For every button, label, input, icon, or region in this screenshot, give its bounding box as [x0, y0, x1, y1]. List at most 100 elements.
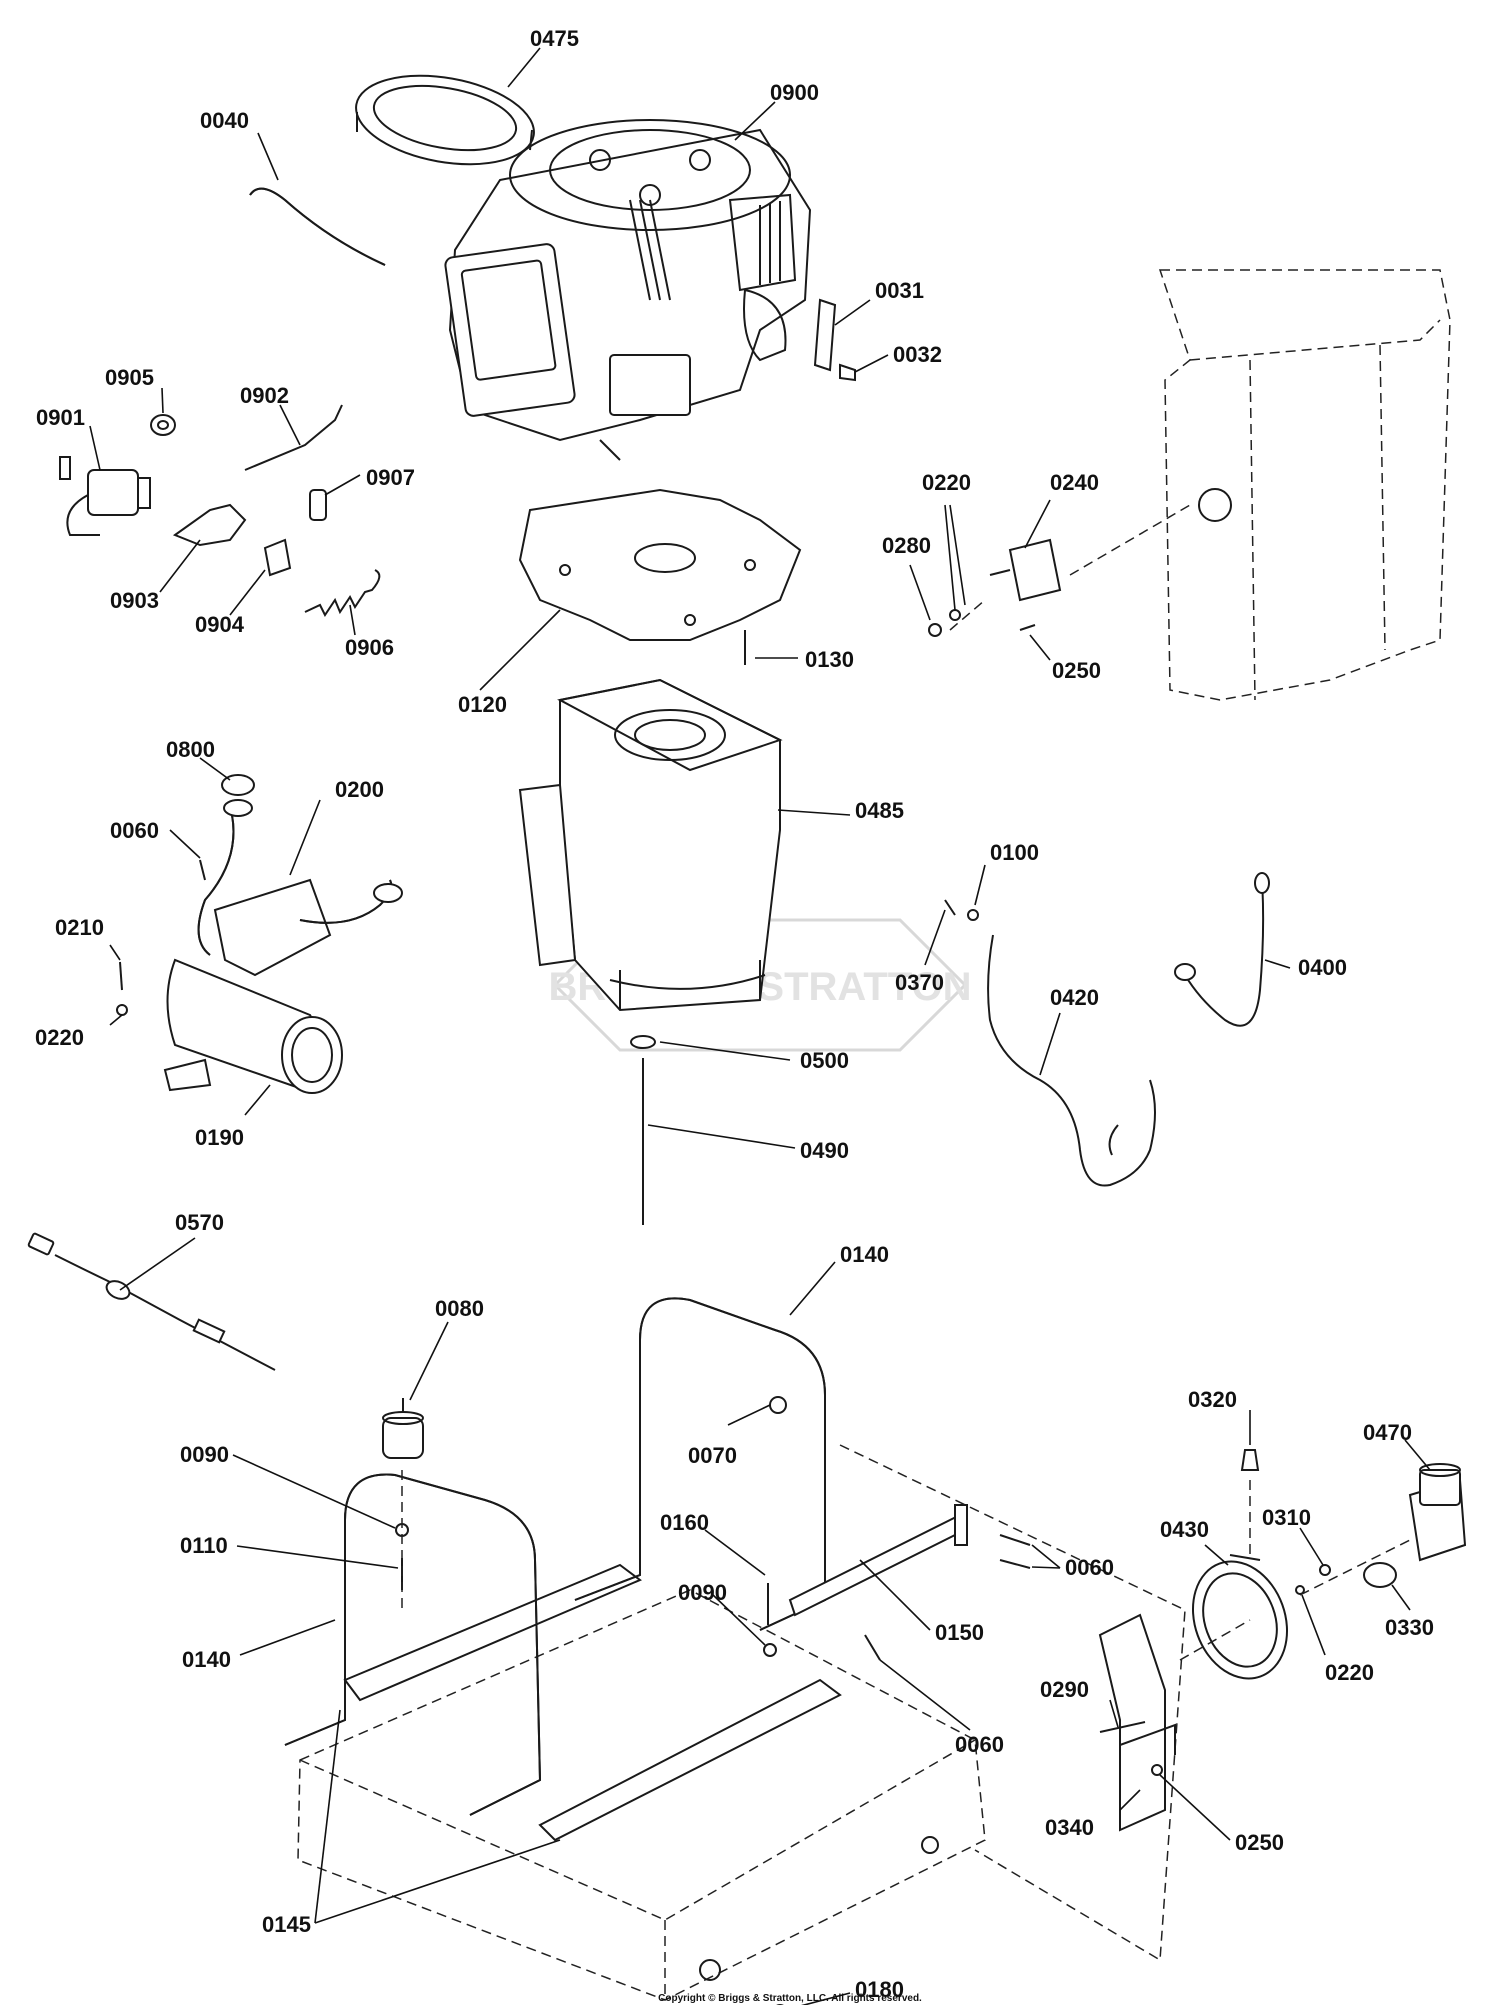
part-0140-handle-left	[284, 1473, 542, 1816]
label-0320: 0320	[1188, 1387, 1237, 1412]
label-0060-a: 0060	[110, 818, 159, 843]
label-0150: 0150	[935, 1620, 984, 1645]
part-enclosure-panel	[1158, 269, 1451, 701]
part-0090-washer-b	[763, 1643, 777, 1657]
part-0907-spacer	[309, 489, 327, 521]
part-0031-bracket	[813, 298, 837, 372]
label-0250-b: 0250	[1235, 1830, 1284, 1855]
part-0060-bolt-a	[199, 859, 206, 881]
part-0400-battery-cable	[1184, 879, 1265, 1027]
label-0200: 0200	[335, 777, 384, 802]
label-0180: 0180	[855, 1977, 904, 2002]
label-0090-b: 0090	[678, 1580, 727, 1605]
part-0903-bracket	[172, 503, 247, 547]
label-0485: 0485	[855, 798, 904, 823]
label-0420: 0420	[1050, 985, 1099, 1010]
part-0220-washer-a	[949, 609, 961, 621]
label-0901: 0901	[36, 405, 85, 430]
part-0032-fitting	[839, 363, 856, 382]
label-0080: 0080	[435, 1296, 484, 1321]
part-0070-nut	[769, 1396, 787, 1414]
label-0903: 0903	[110, 588, 159, 613]
part-0420-ground-wire	[987, 934, 1156, 1187]
label-0160: 0160	[660, 1510, 709, 1535]
part-0145-rail	[343, 1563, 842, 1842]
part-0340-bracket	[1098, 1613, 1176, 1832]
part-0800-gasket	[221, 774, 255, 817]
part-0210-bolt	[119, 961, 123, 991]
part-0901-motor	[59, 456, 151, 536]
label-0060-b: 0060	[1065, 1555, 1114, 1580]
label-0490: 0490	[800, 1138, 849, 1163]
part-0060-bolts-b	[999, 1534, 1031, 1569]
label-0240: 0240	[1050, 470, 1099, 495]
label-0140-b: 0140	[182, 1647, 231, 1672]
label-0330: 0330	[1385, 1615, 1434, 1640]
part-0250-screw-b	[1151, 1764, 1163, 1776]
part-0290-screw	[1099, 1721, 1146, 1733]
part-0906-spring	[304, 569, 381, 617]
label-0220-a: 0220	[922, 470, 971, 495]
label-0040: 0040	[200, 108, 249, 133]
label-0905: 0905	[105, 365, 154, 390]
part-0280-nut	[928, 623, 942, 637]
part-0100-nut	[967, 909, 979, 921]
label-0100: 0100	[990, 840, 1039, 865]
label-0031: 0031	[875, 278, 924, 303]
label-0370: 0370	[895, 970, 944, 995]
part-0485-alternator	[518, 678, 783, 1012]
label-0220-b: 0220	[35, 1025, 84, 1050]
label-0220-c: 0220	[1325, 1660, 1374, 1685]
part-0120-adapter-plate	[518, 488, 802, 641]
label-0475: 0475	[530, 26, 579, 51]
label-0032: 0032	[893, 342, 942, 367]
leader-lines	[89, 47, 1431, 2005]
part-0905-bushing	[150, 414, 176, 436]
part-0240-switch	[989, 538, 1062, 602]
label-0280: 0280	[882, 533, 931, 558]
label-0140-a: 0140	[840, 1242, 889, 1267]
part-0220-washer-c	[1295, 1585, 1305, 1595]
label-0470: 0470	[1363, 1420, 1412, 1445]
part-0470-solenoid-valve	[1408, 1463, 1467, 1562]
part-0500-washer	[630, 1035, 656, 1049]
part-0310-nut	[1319, 1564, 1331, 1576]
label-0130: 0130	[805, 647, 854, 672]
label-0310: 0310	[1262, 1505, 1311, 1530]
part-base-frame	[297, 1589, 986, 2001]
part-0200-exhaust-manifold	[197, 814, 403, 977]
label-0120: 0120	[458, 692, 507, 717]
part-0250-screw-a	[1019, 624, 1036, 631]
label-0060-c: 0060	[955, 1732, 1004, 1757]
label-0340: 0340	[1045, 1815, 1094, 1840]
label-0904: 0904	[195, 612, 245, 637]
part-0370-screw	[944, 899, 956, 916]
label-0400: 0400	[1298, 955, 1347, 980]
label-0090-a: 0090	[180, 1442, 229, 1467]
part-0060-bolt-c	[864, 1634, 881, 1661]
part-0900-engine	[444, 119, 812, 461]
part-0080-mount	[382, 1398, 424, 1459]
label-0190: 0190	[195, 1125, 244, 1150]
label-0250-a: 0250	[1052, 658, 1101, 683]
part-0190-muffler	[163, 958, 343, 1094]
label-0145: 0145	[262, 1912, 311, 1937]
label-0800: 0800	[166, 737, 215, 762]
part-0904-clip	[263, 538, 292, 577]
part-0330-fitting	[1363, 1562, 1397, 1588]
copyright-text: Copyright © Briggs & Stratton, LLC. All …	[658, 1993, 922, 2004]
label-0900: 0900	[770, 80, 819, 105]
callout-labels: 0475 0040 0900 0031 0032 0905 0902 0901 …	[35, 26, 1434, 2002]
label-0906: 0906	[345, 635, 394, 660]
part-0140-handle-right	[574, 1297, 826, 1631]
label-0430: 0430	[1160, 1517, 1209, 1542]
label-0110: 0110	[180, 1533, 228, 1558]
part-0430-regulator	[1191, 1554, 1289, 1680]
label-0070: 0070	[688, 1443, 737, 1468]
part-0320-fitting	[1240, 1449, 1260, 1471]
part-0570-sensor-cable	[27, 1232, 276, 1371]
part-0220-washer-b	[116, 1004, 128, 1016]
label-0902: 0902	[240, 383, 289, 408]
label-0210: 0210	[55, 915, 104, 940]
